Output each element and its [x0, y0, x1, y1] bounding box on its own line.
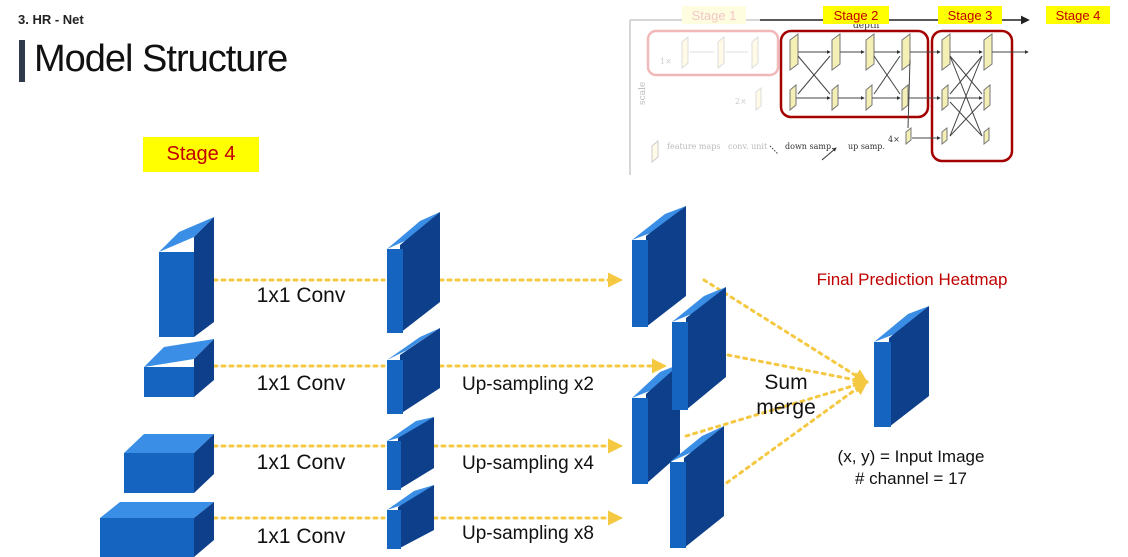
cube-col2-row2	[387, 328, 440, 414]
inset-mult-4x: 4×	[888, 135, 900, 144]
title-accent-bar	[19, 40, 25, 82]
inset-s3-top-1	[941, 33, 951, 71]
cube-col2-row1	[387, 212, 440, 333]
cube-col3-map2	[672, 287, 726, 410]
cube-col2-row3	[387, 417, 434, 490]
cube-final-heatmap	[874, 306, 929, 427]
inset-legend-conv: conv. unit	[728, 142, 768, 151]
inset-cross-8	[949, 55, 983, 137]
inset-legend-down-icon	[769, 145, 779, 155]
arrow-merge-3	[684, 378, 869, 438]
inset-s1-map-1	[681, 35, 689, 70]
label-conv-row4: 1x1 Conv	[257, 525, 346, 548]
stage4-highlight	[143, 137, 259, 172]
inset-mult-1x: 1×	[660, 57, 672, 66]
inset-s3-low-1	[941, 126, 948, 146]
inset-s2-top-1	[789, 33, 799, 71]
inset-stage3-box	[930, 29, 1014, 163]
inset-cross-10	[949, 101, 983, 137]
hrnet-inset: depth scale Stage 1 Stage 2 Stage 3 Stag…	[629, 6, 1110, 175]
inset-cross-4	[873, 55, 901, 95]
inset-down-1	[907, 59, 911, 129]
label-conv-row1: 1x1 Conv	[257, 284, 346, 307]
inset-stage3-label: Stage 3	[948, 8, 993, 23]
inset-legend-down: down samp.	[785, 142, 834, 151]
cube-col1-row1	[159, 217, 214, 337]
inset-stage4-label: Stage 4	[1056, 8, 1101, 23]
inset-s1-map-3	[751, 35, 759, 70]
inset-legend-feature: feature maps	[667, 142, 721, 151]
inset-s2-top-2	[831, 33, 841, 71]
section-label: 3. HR - Net	[18, 12, 84, 27]
inset-stage4-bg	[1046, 6, 1110, 24]
label-upsample-x4: Up-sampling x4	[462, 453, 594, 474]
inset-legend-up: up samp.	[848, 142, 885, 151]
inset-s2-mid-3	[865, 83, 873, 112]
inset-stage3-bg	[938, 6, 1002, 24]
cube-col1-row4	[100, 502, 214, 557]
cube-col1-row3	[124, 434, 214, 493]
cube-col2-row4	[387, 485, 434, 549]
inset-mult-2x: 2×	[735, 97, 747, 106]
inset-s2-top-3	[865, 33, 875, 71]
label-upsample-x2: Up-sampling x2	[462, 374, 594, 395]
final-heatmap-title: Final Prediction Heatmap	[817, 270, 1008, 289]
inset-scale-label: scale	[638, 82, 648, 105]
inset-s1-map-2	[717, 35, 725, 70]
label-conv-row3: 1x1 Conv	[257, 451, 346, 474]
label-sum: Sum	[764, 371, 807, 394]
inset-s3-top-2	[983, 33, 993, 71]
inset-s3-low-2	[983, 126, 990, 146]
inset-s3-mid-2	[983, 83, 991, 112]
label-conv-row2: 1x1 Conv	[257, 372, 346, 395]
cube-col3-map1	[632, 206, 686, 327]
inset-stage2-box	[779, 29, 930, 119]
cube-col3-map3	[632, 364, 680, 484]
page-title: Model Structure	[34, 38, 288, 80]
inset-legend-map-icon	[651, 139, 659, 164]
final-caption-line2: # channel = 17	[855, 469, 967, 488]
inset-s2-mid-1	[789, 83, 797, 112]
inset-s2-mid-2	[831, 83, 839, 112]
arrow-merge-4	[712, 380, 869, 494]
inset-s1-branch	[755, 86, 762, 112]
arrow-merge-1	[702, 278, 869, 384]
label-merge: merge	[756, 396, 816, 419]
inset-s2-top-4	[901, 33, 911, 71]
inset-stage2-bg	[823, 6, 889, 24]
stage4-label: Stage 4	[166, 143, 236, 165]
inset-legend-up-icon	[821, 147, 837, 161]
final-caption-line1: (x, y) = Input Image	[838, 447, 985, 466]
cube-col3-map4	[670, 426, 724, 548]
inset-stage1-bg	[682, 6, 746, 24]
inset-stage1-box	[646, 29, 780, 77]
inset-stage1-label: Stage 1	[692, 8, 737, 23]
label-upsample-x8: Up-sampling x8	[462, 523, 594, 544]
inset-depth-label: depth	[853, 21, 879, 31]
inset-stage2-label: Stage 2	[834, 8, 879, 23]
inset-cross-2	[797, 55, 831, 95]
inset-s2-mid-4	[901, 83, 909, 112]
inset-cross-6	[949, 55, 983, 95]
cube-col1-row2	[144, 339, 214, 397]
inset-s2-low	[905, 126, 912, 146]
inset-s3-mid-1	[941, 83, 949, 112]
arrow-merge-2	[726, 353, 869, 388]
